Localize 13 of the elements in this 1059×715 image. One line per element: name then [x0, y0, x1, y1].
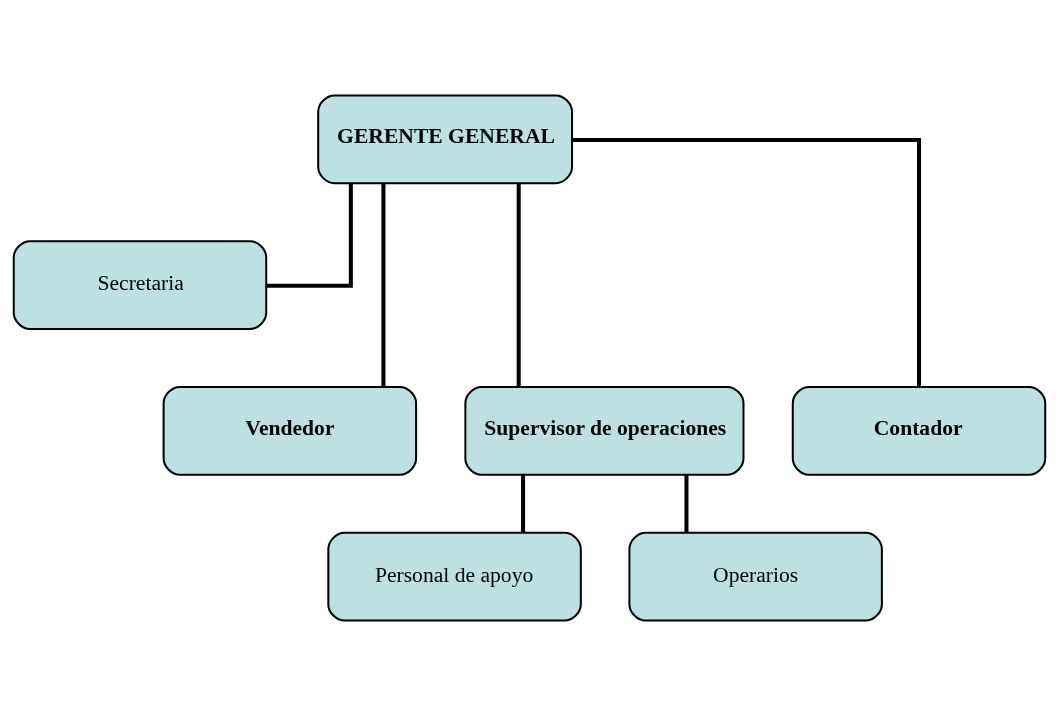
- node-box: Vendedor: [162, 385, 418, 476]
- connector: [684, 474, 689, 533]
- connector: [572, 137, 922, 387]
- connector: [521, 474, 526, 533]
- node-box: GERENTE GENERAL: [317, 93, 574, 184]
- node-box: Secretaria: [12, 239, 268, 330]
- node-box: Operarios: [628, 531, 883, 622]
- node-box: Personal de apoyo: [327, 531, 582, 622]
- node-box: Supervisor de operaciones: [464, 385, 745, 476]
- connector: [266, 182, 353, 288]
- connector: [381, 183, 386, 387]
- node-box: Contador: [791, 385, 1047, 476]
- connector: [516, 183, 521, 387]
